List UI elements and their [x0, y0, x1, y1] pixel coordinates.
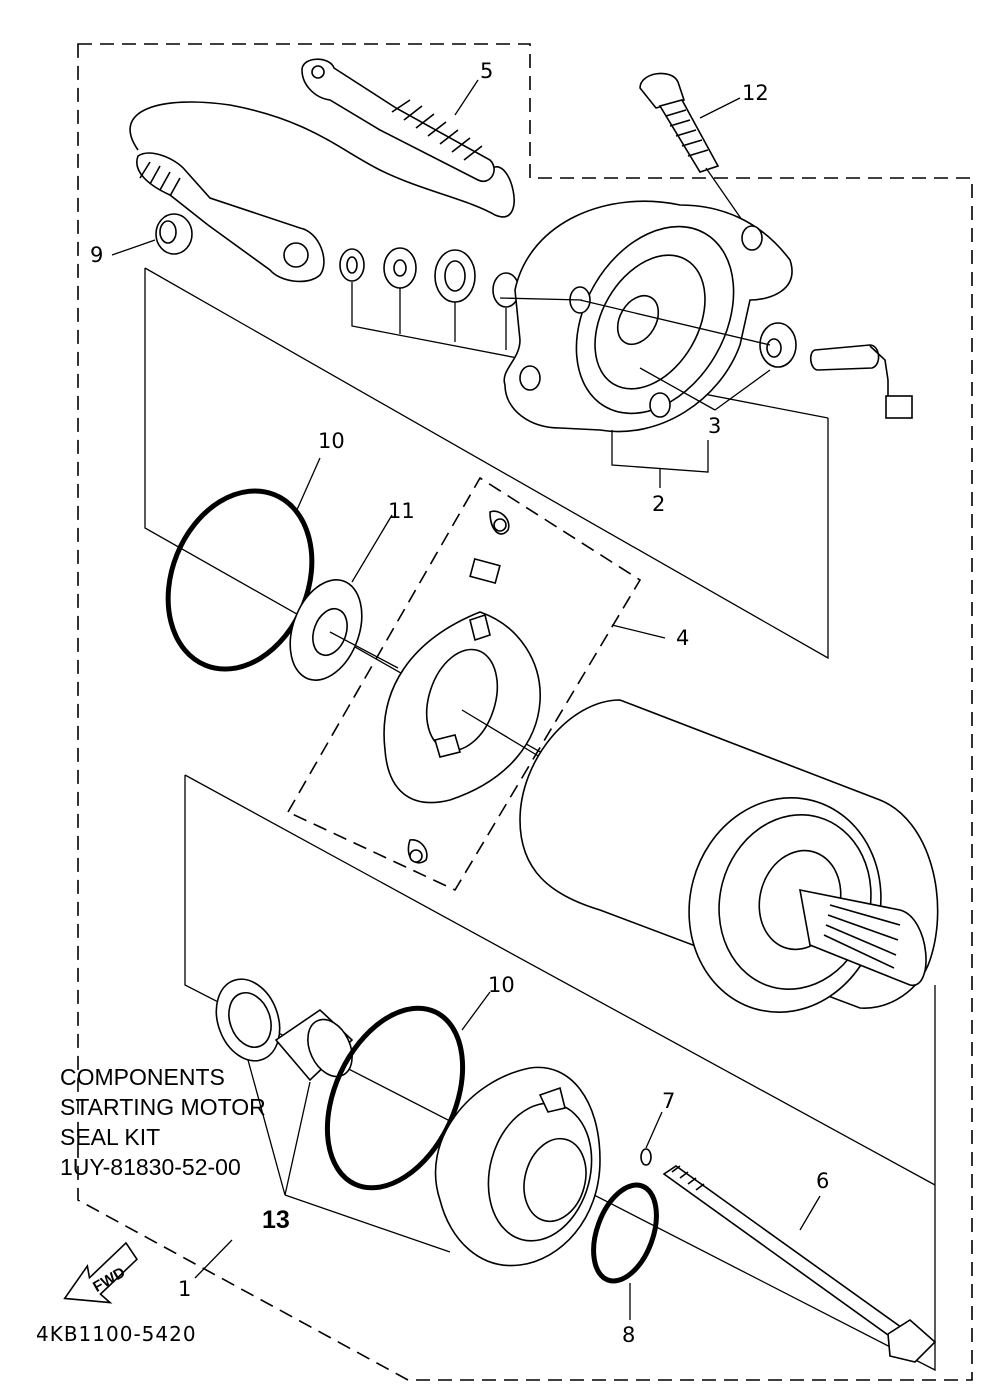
callout-4-leader	[611, 624, 666, 639]
callout-10-upper: 10	[318, 429, 345, 453]
callout-1: 1	[178, 1277, 191, 1301]
bolt-part-12	[639, 72, 743, 221]
callout-1-leader	[194, 1239, 233, 1279]
brush-holder-plate	[383, 611, 546, 804]
callout-13-leaders	[247, 1059, 451, 1253]
callout-2-bracket	[611, 430, 709, 488]
terminal-bolt-part-3	[809, 344, 913, 419]
kit-part-number: 1UY-81830-52-00	[60, 1154, 241, 1180]
lead-wire	[129, 101, 515, 218]
assembly-boundary	[77, 43, 973, 1381]
kit-info-line-3: SEAL KIT	[60, 1124, 161, 1150]
terminal-lead-part-5	[301, 58, 495, 183]
callout-11: 11	[388, 499, 415, 523]
oil-seal	[215, 978, 281, 1062]
nut-part-9	[155, 213, 193, 255]
callout-13: 13	[262, 1206, 290, 1234]
o-ring-part-7	[640, 1148, 652, 1166]
o-ring-part-8	[591, 1182, 659, 1284]
callout-9: 9	[90, 243, 103, 267]
callout-2: 2	[652, 492, 665, 516]
needle-bearing	[274, 1008, 354, 1082]
kit-info-line-2: STARTING MOTOR	[60, 1094, 266, 1120]
callout-4: 4	[676, 626, 689, 650]
callout-10-lower: 10	[488, 973, 515, 997]
washer-part-11	[289, 514, 399, 681]
fwd-direction-arrow: FWD	[63, 1241, 139, 1304]
drawing-code: 4KB1100-5420	[36, 1322, 197, 1346]
through-bolt-part-6	[662, 1165, 937, 1363]
callout-3: 3	[708, 414, 721, 438]
brush-assembly-frame	[286, 476, 642, 892]
callout-6: 6	[816, 1169, 829, 1193]
callout-3-lines	[639, 367, 771, 411]
callout-8: 8	[622, 1323, 635, 1347]
kit-info-line-1: COMPONENTS	[60, 1064, 225, 1090]
terminal-insulator-set	[339, 247, 829, 419]
yoke-armature	[519, 699, 939, 1013]
seal-kit-info: COMPONENTS STARTING MOTOR SEAL KIT 1UY-8…	[60, 1062, 266, 1182]
brush-springs	[407, 510, 510, 864]
rear-cover-bracket	[499, 200, 797, 433]
callout-5: 5	[480, 59, 493, 83]
callout-12: 12	[742, 81, 769, 105]
callout-7: 7	[662, 1089, 675, 1113]
front-cover	[434, 1066, 601, 1267]
starter-cable	[136, 152, 325, 283]
